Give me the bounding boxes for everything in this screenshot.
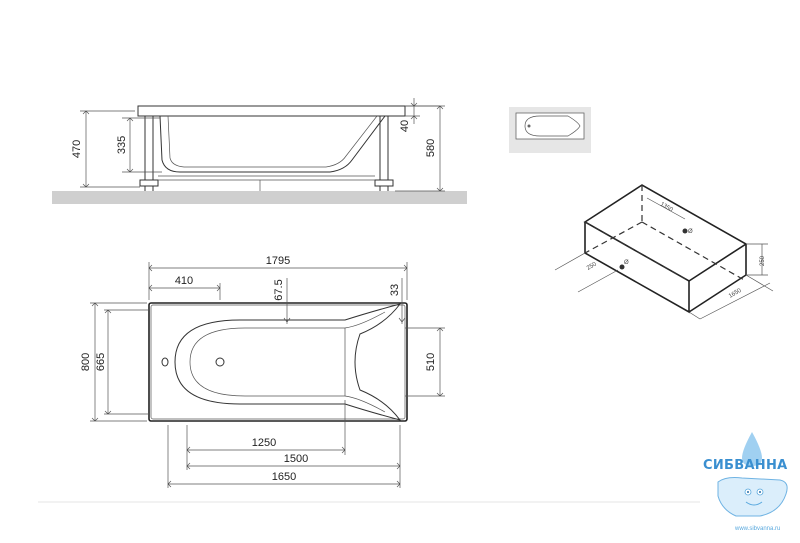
right-legs: [374, 116, 394, 191]
dim-580-label: 580: [425, 139, 437, 157]
sibvanna-logo: СИБВАННА www.sibvanna.ru: [703, 432, 788, 532]
left-legs: [139, 116, 159, 191]
overflow: [161, 357, 169, 367]
dim-33-label: 33: [389, 284, 401, 296]
frame-bar: [158, 175, 375, 191]
dim-1500-label: 1500: [284, 453, 308, 465]
dim-335-line: [122, 117, 162, 173]
drain: [215, 357, 225, 367]
water-drop-icon: [742, 432, 762, 466]
floor: [52, 191, 467, 204]
dim-40-label: 40: [399, 120, 411, 132]
logo-url: www.sibvanna.ru: [734, 526, 780, 532]
tub-rim: [137, 105, 406, 117]
dim-1250-label: 1250: [252, 437, 276, 449]
dim-470-label: 470: [71, 140, 83, 158]
basin-outline: [174, 303, 402, 421]
basin-inner: [189, 327, 346, 397]
dim-470-line: [80, 110, 140, 188]
box-label-250-height: 250: [760, 255, 766, 266]
dim-67-5-label: 67.5: [273, 279, 285, 300]
dim-800-label: 800: [80, 353, 92, 371]
tub-outline: [148, 302, 408, 422]
dim-1795-label: 1795: [266, 255, 290, 267]
box-label-250-side: 250: [586, 261, 598, 272]
backrest: [344, 311, 386, 413]
dim-510-label: 510: [425, 353, 437, 371]
dim-335-label: 335: [116, 136, 128, 154]
logo-brand-name: СИБВАННА: [703, 458, 788, 473]
box-view: 1350 Ø Ø 250 250 1650: [554, 184, 774, 320]
dim-580-line: [395, 105, 445, 192]
top-view: 1795 410 67.5 33 800 665 510 1250 1500 1…: [80, 255, 445, 488]
bathtub-mascot-icon: [717, 477, 788, 517]
tub-profile: [159, 115, 386, 173]
tub-profile-inner: [167, 115, 378, 168]
box-label-hole-1: Ø: [688, 229, 693, 235]
side-view: 470 335 40 580: [52, 98, 467, 204]
dim-410-label: 410: [175, 275, 193, 287]
dim-1650-label: 1650: [272, 471, 296, 483]
thumbnail: [509, 107, 591, 153]
dim-665-label: 665: [95, 353, 107, 371]
box-label-hole-2: Ø: [624, 260, 629, 266]
